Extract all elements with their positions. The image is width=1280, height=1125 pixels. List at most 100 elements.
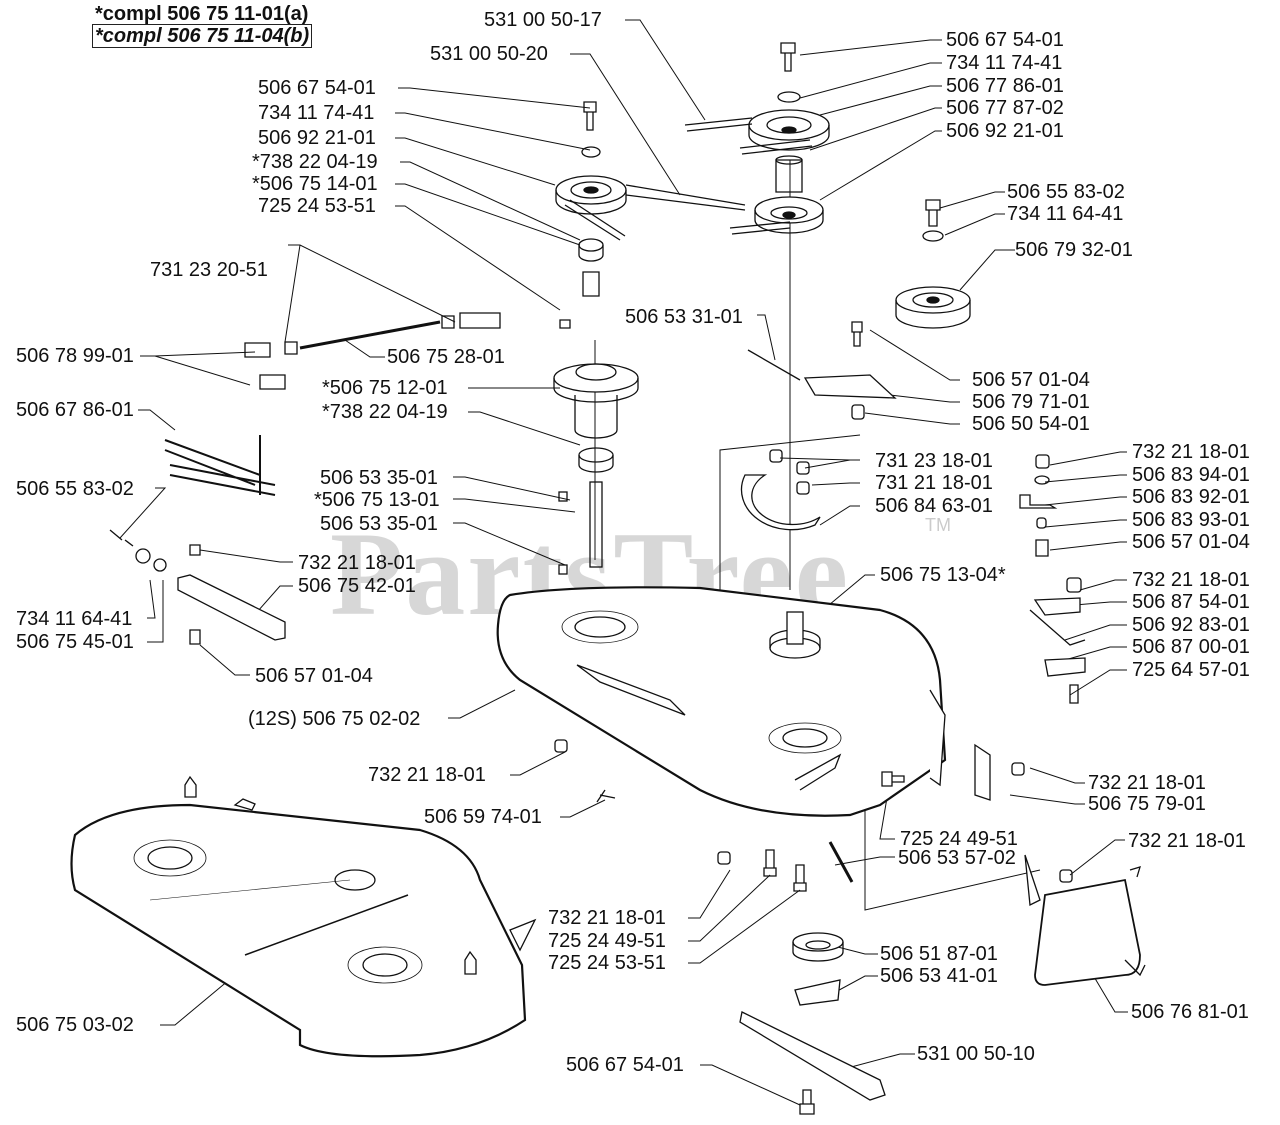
leader-line xyxy=(160,974,236,1026)
part-label[interactable]: 506 75 79-01 xyxy=(1088,793,1206,815)
leader-line xyxy=(1044,474,1127,483)
bolt-725-24-53-51 xyxy=(793,864,807,892)
part-label[interactable]: 506 51 87-01 xyxy=(880,943,998,965)
tension-arm xyxy=(747,321,897,420)
part-label[interactable]: 732 21 18-01 xyxy=(548,907,666,929)
spacer-506-77-87-02 xyxy=(775,159,803,193)
part-label[interactable]: 506 67 54-01 xyxy=(566,1054,684,1076)
part-label[interactable]: 506 59 74-01 xyxy=(424,806,542,828)
leader-line xyxy=(799,39,942,56)
part-label[interactable]: 734 11 64-41 xyxy=(16,608,133,630)
part-label[interactable]: 506 84 63-01 xyxy=(875,495,993,517)
leader-line xyxy=(869,329,960,381)
part-label[interactable]: 506 67 54-01 xyxy=(946,29,1064,51)
part-label[interactable]: 506 83 94-01 xyxy=(1132,464,1250,486)
bolt-506-55-83-02 xyxy=(109,529,134,547)
part-label[interactable]: *506 75 12-01 xyxy=(322,377,448,399)
part-label[interactable]: *738 22 04-19 xyxy=(252,151,378,173)
part-label[interactable]: 734 11 74-41 xyxy=(946,52,1063,74)
part-label[interactable]: 506 53 31-01 xyxy=(625,306,743,328)
part-label[interactable]: 506 87 54-01 xyxy=(1132,591,1250,613)
leader-line xyxy=(889,394,960,403)
part-label[interactable]: 506 50 54-01 xyxy=(972,413,1090,435)
part-label[interactable]: 732 21 18-01 xyxy=(298,552,416,574)
leader-line xyxy=(819,85,942,116)
part-label[interactable]: 531 00 50-10 xyxy=(917,1043,1035,1065)
part-label[interactable]: 725 64 57-01 xyxy=(1132,659,1250,681)
part-label[interactable]: 725 24 49-51 xyxy=(548,930,666,952)
part-label[interactable]: 506 57 01-04 xyxy=(255,665,373,687)
nut-731-23-18-01 xyxy=(796,461,810,475)
part-label[interactable]: 506 55 83-02 xyxy=(16,478,134,500)
bolt-506-57-01-04 xyxy=(189,629,201,645)
part-label[interactable]: 731 23 18-01 xyxy=(875,450,993,472)
part-label[interactable]: *506 75 13-01 xyxy=(314,489,440,511)
part-label[interactable]: 506 92 83-01 xyxy=(1132,614,1250,636)
leader-line xyxy=(864,412,960,425)
leader-line xyxy=(395,183,581,246)
part-label[interactable]: 725 24 53-51 xyxy=(548,952,666,974)
part-label[interactable]: 731 21 18-01 xyxy=(875,472,993,494)
leader-line xyxy=(453,522,566,566)
spindle-506-75-13-01 xyxy=(589,481,603,568)
part-label[interactable]: 732 21 18-01 xyxy=(1132,569,1250,591)
part-label[interactable]: 506 77 86-01 xyxy=(946,75,1064,97)
hardware-stack-right xyxy=(1019,454,1086,704)
leader-line xyxy=(199,644,250,676)
part-label[interactable]: (12S) 506 75 02-02 xyxy=(248,708,421,730)
part-label[interactable]: 506 75 13-04* xyxy=(880,564,1006,586)
part-label[interactable]: *506 75 14-01 xyxy=(252,173,378,195)
nut-731-21-18-01 xyxy=(796,481,810,495)
part-label[interactable]: 506 67 54-01 xyxy=(258,77,376,99)
part-label[interactable]: 506 57 01-04 xyxy=(972,369,1090,391)
part-label[interactable]: *738 22 04-19 xyxy=(322,401,448,423)
part-label[interactable]: 731 23 20-51 xyxy=(150,259,268,281)
leader-line xyxy=(1044,496,1127,506)
part-label[interactable]: 506 79 71-01 xyxy=(972,391,1090,413)
part-label[interactable]: 506 78 99-01 xyxy=(16,345,134,367)
left-pulley xyxy=(555,101,746,329)
part-label[interactable]: 506 87 00-01 xyxy=(1132,636,1250,658)
part-label[interactable]: 506 75 42-01 xyxy=(298,575,416,597)
part-label[interactable]: 506 76 81-01 xyxy=(1131,1001,1249,1023)
leader-line xyxy=(395,137,556,186)
part-label[interactable]: 734 11 64-41 xyxy=(1007,203,1124,225)
part-label[interactable]: 506 53 35-01 xyxy=(320,467,438,489)
part-label[interactable]: 506 75 28-01 xyxy=(387,346,505,368)
part-label[interactable]: 725 24 53-51 xyxy=(258,195,376,217)
leader-line xyxy=(400,161,581,241)
leader-line xyxy=(819,505,860,526)
part-label[interactable]: 734 11 74-41 xyxy=(258,102,375,124)
washer-734-11-74-41 xyxy=(777,91,801,103)
part-label[interactable]: 732 21 18-01 xyxy=(1088,772,1206,794)
part-label[interactable]: 531 00 50-17 xyxy=(484,9,602,31)
part-label[interactable]: 506 92 21-01 xyxy=(258,127,376,149)
leader-line xyxy=(1049,541,1127,551)
part-label[interactable]: 506 83 92-01 xyxy=(1132,486,1250,508)
part-label[interactable]: 506 79 32-01 xyxy=(1015,239,1133,261)
spring-506-53-57-02 xyxy=(828,841,854,883)
part-label[interactable]: 725 24 49-51 xyxy=(900,828,1018,850)
part-label[interactable]: 506 75 45-01 xyxy=(16,631,134,653)
watermark-trademark: TM xyxy=(925,515,951,535)
part-label[interactable]: 506 53 35-01 xyxy=(320,513,438,535)
bracket-506-75-79-01 xyxy=(974,743,991,801)
bolt-small xyxy=(559,319,571,329)
part-label[interactable]: 732 21 18-01 xyxy=(1132,441,1250,463)
leader-line xyxy=(570,53,681,196)
part-label[interactable]: 732 21 18-01 xyxy=(1128,830,1246,852)
part-label[interactable]: 531 00 50-20 xyxy=(430,43,548,65)
part-label[interactable]: 506 83 93-01 xyxy=(1132,509,1250,531)
part-label[interactable]: 506 92 21-01 xyxy=(946,120,1064,142)
part-label[interactable]: 506 77 87-02 xyxy=(946,97,1064,119)
part-label[interactable]: 506 75 03-02 xyxy=(16,1014,134,1036)
part-label[interactable]: 732 21 18-01 xyxy=(368,764,486,786)
part-label[interactable]: 506 53 41-01 xyxy=(880,965,998,987)
part-label[interactable]: 506 67 86-01 xyxy=(16,399,134,421)
part-label[interactable]: 506 55 83-02 xyxy=(1007,181,1125,203)
spacer-725-24-53-51 xyxy=(582,271,600,297)
part-label[interactable]: 506 57 01-04 xyxy=(1132,531,1250,553)
part-label[interactable]: 506 53 57-02 xyxy=(898,847,1016,869)
assembly-title-b: *compl 506 75 11-04(b) xyxy=(92,24,313,48)
nut-731-23-20-51 xyxy=(284,341,298,355)
